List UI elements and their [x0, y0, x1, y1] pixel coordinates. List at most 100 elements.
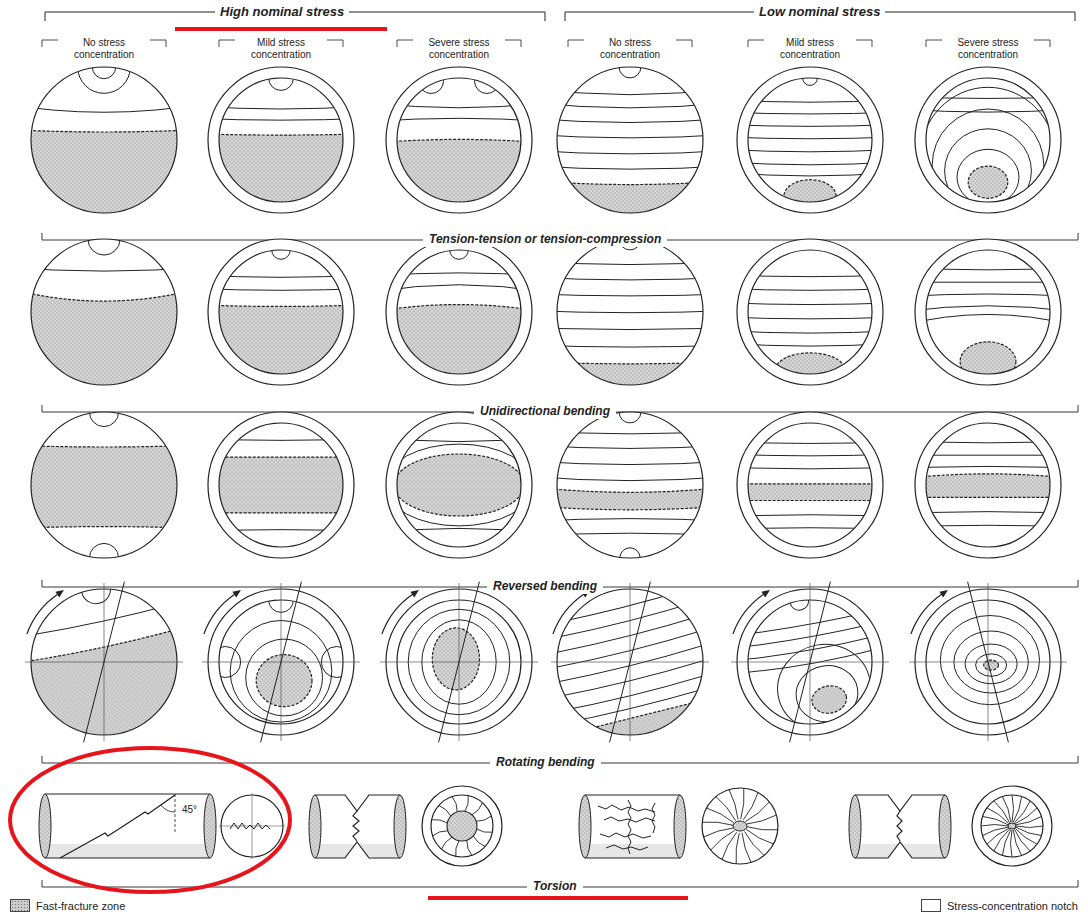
fracture-end-view [431, 795, 493, 857]
ratchet-mark [744, 831, 764, 855]
shaft-edge [585, 795, 680, 858]
fast-fracture-zone [960, 342, 1016, 382]
surface-marks [901, 87, 1075, 230]
ratchet-mark [1013, 830, 1021, 856]
fast-fracture-zone [784, 180, 836, 212]
crack [353, 811, 359, 841]
ratchet-mark [729, 790, 738, 820]
ratchet-mark [476, 816, 491, 821]
shaft-edge [315, 842, 400, 858]
beach-mark [965, 644, 1017, 684]
ratchet-mark [704, 828, 734, 837]
surface-marks [528, 228, 732, 414]
reference-line [439, 582, 480, 743]
ratchet-mark [1011, 830, 1013, 857]
ratchet-mark [707, 808, 734, 823]
beach-mark [718, 607, 890, 640]
surface-marks [372, 69, 546, 227]
surface-marks [940, 616, 1039, 705]
fracture-surface [194, 66, 368, 227]
rotation-arrow [204, 594, 235, 634]
beach-mark [720, 619, 892, 652]
beach-mark [771, 637, 878, 739]
group-heading: Low nominal stress [754, 5, 885, 20]
fracture-surface [723, 239, 897, 385]
arrow-head [761, 590, 770, 597]
beach-mark [538, 666, 737, 719]
zone-boundary [723, 500, 897, 501]
legend-swatch [921, 899, 941, 912]
shaft-end [674, 795, 686, 858]
surface-marks [372, 241, 546, 399]
fast-fracture-zone [810, 683, 849, 716]
surface-outline [397, 78, 521, 202]
beach-mark [528, 461, 732, 465]
surface-outline [926, 78, 1050, 202]
fracture-surface [528, 228, 732, 414]
notch-ring [972, 786, 1052, 866]
surface-marks [940, 616, 1039, 705]
beach-mark [723, 515, 897, 516]
beach-mark [723, 137, 897, 139]
notch-ring [915, 67, 1061, 213]
beach-mark [194, 275, 368, 278]
beach-mark [901, 512, 1075, 513]
row-label: Torsion [527, 880, 583, 894]
zone-boundary [2, 445, 206, 447]
arrow-head [410, 590, 419, 597]
ratchet-mark [983, 816, 1009, 824]
reference-line [175, 794, 176, 832]
beach-mark [528, 445, 732, 449]
shaft-shading [45, 844, 210, 858]
surface-marks [372, 437, 546, 534]
ratchet-mark [702, 822, 733, 825]
reference-line [261, 582, 302, 743]
beach-mark [932, 109, 1044, 221]
shaft-edge [855, 795, 945, 811]
fast-fracture-zone [394, 454, 524, 516]
ratchet-mark [442, 837, 453, 849]
legend-swatch [10, 899, 30, 912]
surface-marks [2, 223, 206, 414]
ratchet-mark [1002, 797, 1010, 823]
surface-outline [397, 250, 521, 374]
beach-mark [528, 118, 732, 122]
angle-arc [161, 805, 175, 812]
zone-boundary [528, 487, 732, 493]
fracture-surface [712, 577, 908, 748]
zone-boundary [194, 134, 368, 135]
fast-fracture-zone [733, 821, 747, 831]
ratchet-mark [1014, 829, 1030, 851]
beach-mark [528, 345, 732, 347]
beach-mark [194, 288, 368, 290]
zone-boundary [194, 305, 368, 307]
surface-marks [723, 71, 897, 212]
reference-line [968, 582, 1009, 743]
beach-mark [528, 430, 732, 434]
zone-boundary [372, 305, 546, 312]
fast-fracture-zone [2, 445, 206, 529]
surface-marks [723, 442, 897, 530]
column-heading: Severe stress concentration [413, 37, 505, 60]
fracture-surface [901, 67, 1075, 230]
rotation-arrow [27, 594, 58, 634]
fast-fracture-zone [194, 305, 368, 399]
surface-outline [926, 250, 1050, 374]
ratchet-mark [432, 820, 448, 823]
beach-mark [723, 100, 897, 103]
beach-mark [372, 103, 546, 108]
surface-marks [372, 437, 546, 534]
beach-mark [723, 112, 897, 114]
fracture-surface [909, 582, 1067, 743]
beach-mark [901, 455, 1075, 456]
beach-mark [723, 288, 897, 290]
ratchet-mark [981, 825, 1008, 827]
beach-mark [372, 528, 546, 533]
arrow-head [939, 590, 948, 597]
fracture-surface [528, 56, 732, 242]
group-heading: High nominal stress [215, 5, 349, 20]
beach-mark [528, 311, 732, 313]
notch-ring [737, 239, 883, 385]
beach-mark [534, 651, 733, 704]
